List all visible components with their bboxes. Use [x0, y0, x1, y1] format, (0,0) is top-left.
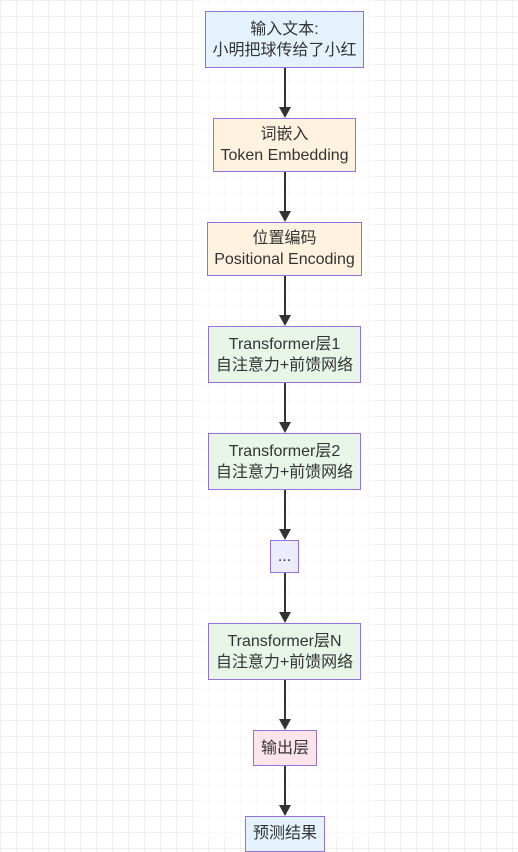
node-transformer-layer-2[interactable]: Transformer层2 自注意力+前馈网络 [208, 433, 361, 490]
node-token-embedding-line-1: 词嵌入 [260, 126, 309, 143]
node-ellipsis[interactable]: ... [270, 540, 299, 573]
node-input-text-line-1: 输入文本: [250, 20, 319, 38]
arrow-ellipsis-to-layern [278, 573, 291, 623]
node-output-layer[interactable]: 输出层 [253, 730, 317, 766]
node-positional-encoding-line-2: Positional Encoding [214, 251, 355, 268]
node-transformer-layer-2-line-2: 自注意力+前馈网络 [215, 463, 354, 481]
node-token-embedding-line-2: Token Embedding [220, 147, 349, 164]
node-transformer-layer-2-line-1: Transformer层2 [228, 442, 341, 460]
arrow-layern-to-output [278, 680, 291, 730]
node-positional-encoding[interactable]: 位置编码 Positional Encoding [207, 222, 362, 276]
node-input-text-line-2: 小明把球传给了小红 [212, 41, 357, 59]
node-transformer-layer-n-line-2: 自注意力+前馈网络 [215, 653, 354, 671]
node-input-text[interactable]: 输入文本: 小明把球传给了小红 [205, 11, 364, 68]
arrow-layer2-to-ellipsis [278, 490, 291, 540]
node-transformer-layer-n-line-1: Transformer层N [227, 632, 342, 650]
node-ellipsis-label: ... [277, 548, 292, 565]
node-output-layer-label: 输出层 [260, 739, 309, 757]
node-prediction-result-label: 预测结果 [252, 825, 317, 842]
arrow-output-to-prediction [278, 766, 291, 816]
arrow-position-to-layer1 [278, 276, 291, 326]
node-transformer-layer-n[interactable]: Transformer层N 自注意力+前馈网络 [208, 623, 361, 680]
node-transformer-layer-1[interactable]: Transformer层1 自注意力+前馈网络 [208, 326, 361, 383]
node-positional-encoding-line-1: 位置编码 [252, 230, 317, 247]
node-transformer-layer-1-line-2: 自注意力+前馈网络 [215, 356, 354, 374]
node-token-embedding[interactable]: 词嵌入 Token Embedding [213, 118, 356, 172]
arrow-embedding-to-position [278, 172, 291, 222]
node-transformer-layer-1-line-1: Transformer层1 [228, 335, 341, 353]
node-prediction-result[interactable]: 预测结果 [245, 816, 325, 852]
arrow-layer1-to-layer2 [278, 383, 291, 433]
arrow-input-to-embedding [278, 68, 291, 118]
